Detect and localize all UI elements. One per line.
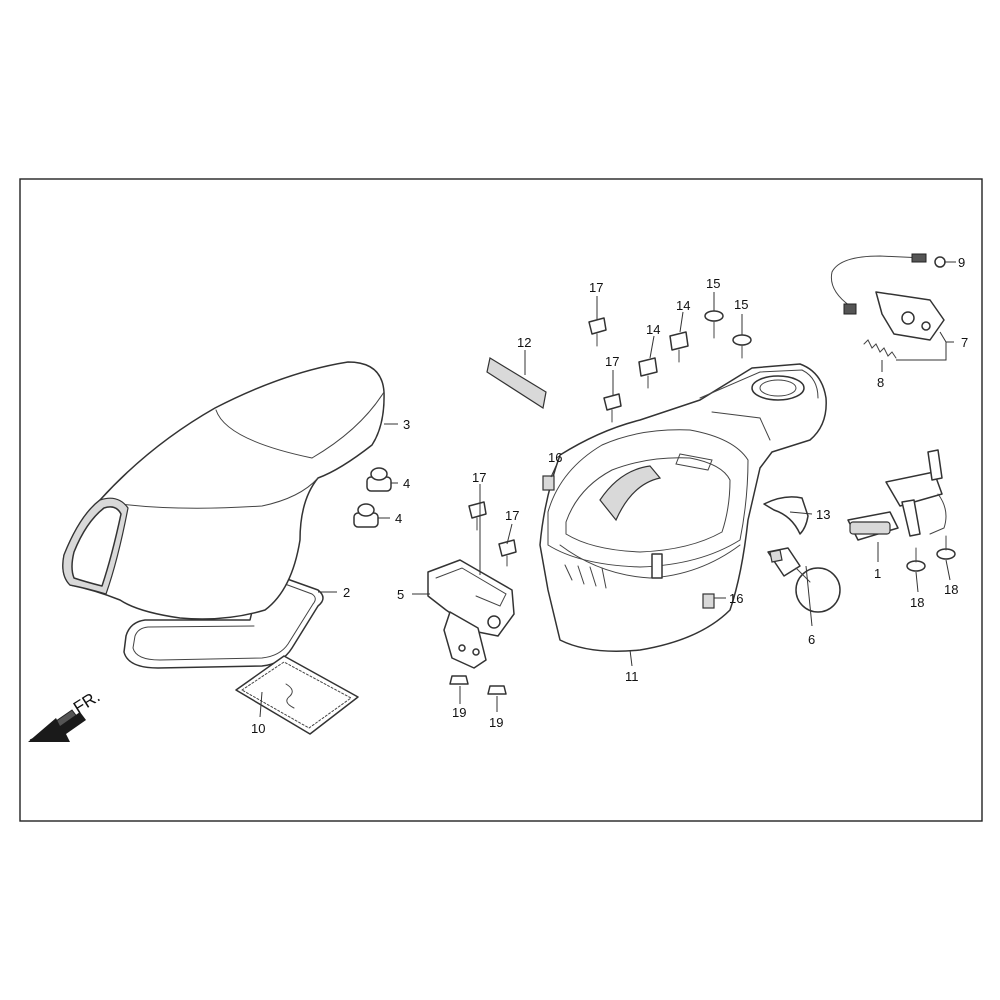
seat-hinge-part-5	[427, 559, 515, 669]
nut-part-19-right	[487, 685, 507, 695]
callout-15-left: 15	[706, 276, 720, 291]
bolt-part-17-mid	[603, 393, 622, 423]
callout-14-right: 14	[676, 298, 690, 313]
cover-plate-part-13	[763, 496, 809, 535]
bolt-part-17-left	[468, 501, 487, 531]
callout-17-top: 17	[589, 280, 603, 295]
front-marker-label: FR.	[70, 687, 103, 718]
callout-17-right: 17	[505, 508, 519, 523]
callout-11: 11	[625, 669, 639, 684]
lamp-assembly-part-6	[767, 547, 841, 613]
bolt-part-14-left	[638, 357, 658, 389]
seat-lock-part-1	[847, 449, 947, 541]
release-cable-part-9	[830, 253, 946, 315]
callout-18-left: 18	[910, 595, 924, 610]
callout-18-right: 18	[944, 582, 958, 597]
seat-part-3	[62, 361, 385, 620]
callout-17-left: 17	[472, 470, 486, 485]
callout-15-right: 15	[734, 297, 748, 312]
callout-16-right: 16	[729, 591, 743, 606]
callout-numbers: 1 2 3 4 4 5 6 7 8 9 10 11 12 13 14 14 15…	[251, 255, 968, 736]
callout-4-lower: 4	[395, 511, 402, 526]
document-pouch-part-10	[235, 655, 359, 735]
callout-1: 1	[874, 566, 881, 581]
screw-part-15-left	[704, 310, 724, 339]
callout-13: 13	[816, 507, 830, 522]
callout-19-left: 19	[452, 705, 466, 720]
callout-5: 5	[397, 587, 404, 602]
callout-16-left: 16	[548, 450, 562, 465]
leader-lines	[259, 261, 956, 718]
callout-17-mid: 17	[605, 354, 619, 369]
callout-7: 7	[961, 335, 968, 350]
bolt-part-14-right	[669, 331, 689, 363]
clip-part-16-left	[542, 475, 555, 491]
callout-8: 8	[877, 375, 884, 390]
nut-part-19-left	[449, 675, 469, 685]
screw-part-18-right	[936, 535, 956, 560]
storage-box-part-11	[539, 363, 827, 652]
diagram-frame	[19, 178, 983, 822]
callout-10: 10	[251, 721, 265, 736]
callout-19-right: 19	[489, 715, 503, 730]
rubber-bumper-part-4	[353, 467, 392, 528]
latch-bracket-part-7	[875, 291, 945, 341]
callout-14-left: 14	[646, 322, 660, 337]
callout-3: 3	[403, 417, 410, 432]
screw-part-15-right	[732, 334, 752, 359]
callout-2: 2	[343, 585, 350, 600]
callout-9: 9	[958, 255, 965, 270]
front-direction-arrow	[28, 709, 86, 742]
bolt-part-17-right	[498, 539, 517, 567]
callout-6: 6	[808, 632, 815, 647]
callout-4-upper: 4	[403, 476, 410, 491]
bolt-part-17-top	[588, 317, 607, 347]
spring-part-8	[863, 339, 897, 359]
callout-12: 12	[517, 335, 531, 350]
sticker-part-12	[486, 357, 547, 409]
screw-part-18-left	[906, 547, 926, 572]
clip-part-16-right	[702, 593, 715, 609]
